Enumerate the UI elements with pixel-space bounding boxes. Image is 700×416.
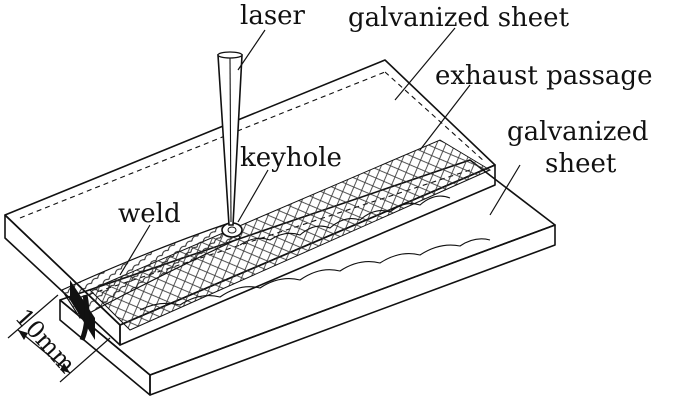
dimension-marker	[7, 294, 111, 383]
label-galvanized-sheet-right-1: galvanized	[507, 117, 648, 147]
weld-seam	[61, 221, 241, 341]
label-laser: laser	[240, 1, 306, 31]
leader-lines	[119, 27, 521, 276]
label-galvanized-sheet-top: galvanized sheet	[348, 3, 570, 33]
label-galvanized-sheet-right-2: sheet	[545, 149, 617, 179]
label-weld: weld	[118, 199, 181, 229]
keyhole	[221, 222, 243, 238]
laser-beam-icon	[217, 51, 243, 226]
label-keyhole: keyhole	[240, 143, 342, 173]
label-dimension: 10mm	[10, 303, 82, 378]
exhaust-passage-mesh	[89, 139, 492, 331]
label-exhaust-passage: exhaust passage	[435, 61, 652, 91]
